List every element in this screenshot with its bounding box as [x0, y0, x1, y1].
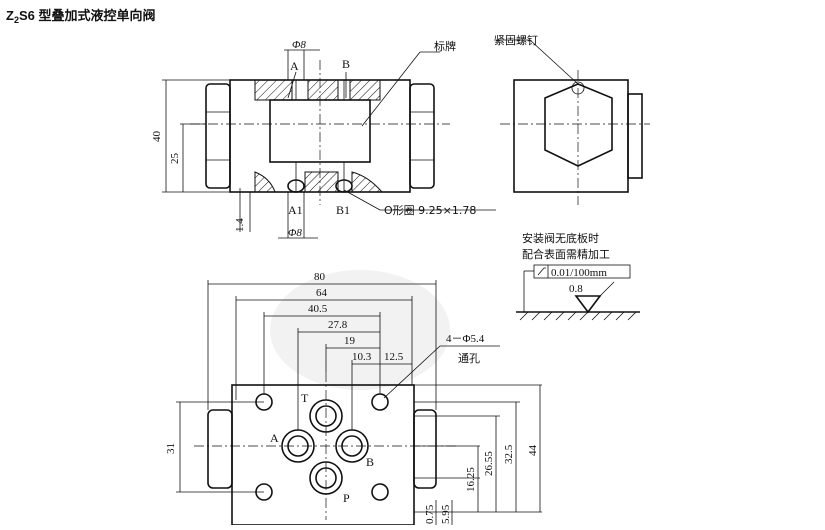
flatness-value: 0.01/100mm [551, 267, 607, 279]
dim-16-25: 16.25 [465, 467, 477, 492]
dim-offset-1-4: 1.4 [234, 218, 246, 232]
note-line2: 配合表面需精加工 [522, 247, 610, 261]
nameplate-label: 标牌 [434, 39, 456, 53]
roughness-value: 0.8 [569, 283, 583, 295]
dim-5-95: 5.95 [440, 504, 452, 524]
port-a1-label: A1 [288, 203, 303, 217]
screw-label: 紧固螺钉 [494, 34, 538, 47]
dim-27-8: 27.8 [328, 319, 348, 331]
dim-12-5: 12.5 [384, 351, 404, 363]
dim-26-55: 26.55 [483, 451, 495, 476]
side-view: 紧固螺钉 [494, 34, 650, 205]
dim-32-5: 32.5 [503, 444, 515, 464]
dim-0-75: 0.75 [424, 504, 436, 524]
dim-80: 80 [314, 271, 326, 283]
dim-height-40: 40 [151, 131, 163, 143]
dia-bottom-label: Φ8 [288, 227, 302, 239]
port-a-bottom-label: A [270, 431, 279, 445]
page-title: Z2S6 型叠加式液控单向阀 [6, 8, 155, 25]
port-t-label: T [301, 391, 309, 405]
port-a-label: A [290, 59, 299, 73]
holes-callout: 4－Φ5.4 [446, 333, 485, 345]
dim-center-25: 25 [169, 153, 181, 165]
port-b1-label: B1 [336, 203, 350, 217]
dim-19: 19 [344, 335, 356, 347]
port-p-label: P [343, 491, 350, 505]
oring-label: O形圈 9.25×1.78 [384, 204, 476, 217]
dim-64: 64 [316, 287, 328, 299]
dim-44: 44 [527, 445, 539, 457]
dim-31: 31 [165, 443, 177, 454]
front-view: 40 25 1.4 Φ8 Φ8 A B A1 B1 标牌 O形圈 9.25×1.… [151, 39, 496, 239]
machining-note: 安装阀无底板时 配合表面需精加工 0.01/100mm 0.8 [516, 231, 640, 321]
dia-top-label: Φ8 [292, 39, 306, 51]
through-hole-label: 通孔 [458, 352, 480, 365]
watermark [270, 270, 450, 390]
dim-40-5: 40.5 [308, 303, 328, 315]
port-b-bottom-label: B [366, 455, 374, 469]
dim-10-3: 10.3 [352, 351, 372, 363]
note-line1: 安装阀无底板时 [522, 231, 599, 245]
port-b-label: B [342, 57, 350, 71]
